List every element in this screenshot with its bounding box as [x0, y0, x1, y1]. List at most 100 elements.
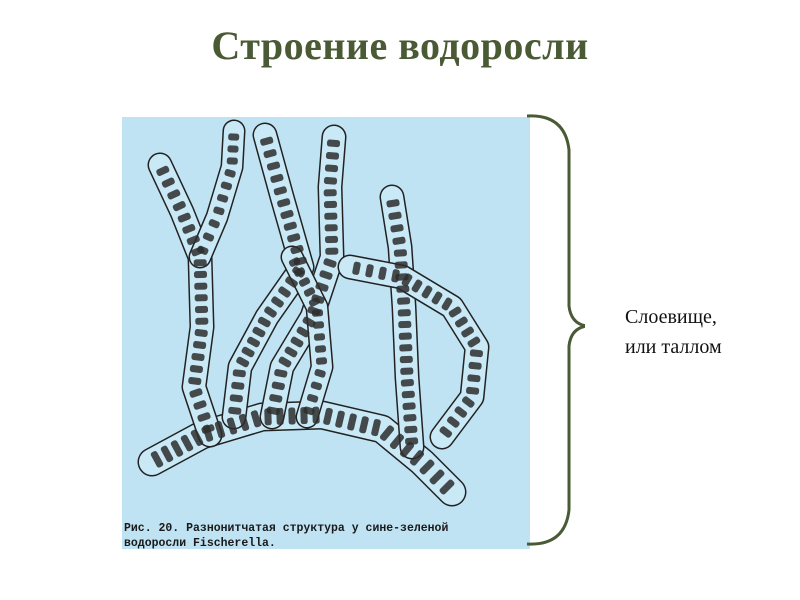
- algae-cell: [285, 276, 298, 288]
- algae-cell: [324, 224, 338, 232]
- algae-cell: [182, 223, 196, 234]
- figure-caption-line-2: водоросли Fischerella.: [124, 537, 276, 549]
- algae-cell: [400, 367, 414, 375]
- algae-cell: [214, 421, 226, 439]
- algae-cell: [271, 381, 285, 391]
- algae-cell: [257, 316, 271, 328]
- thallus-label-line-1: Слоевище,: [625, 306, 717, 328]
- algae-cell: [388, 211, 402, 220]
- algae-cell: [439, 479, 455, 495]
- algae-cell: [226, 157, 238, 165]
- algae-cell: [312, 321, 325, 329]
- algae-cell: [401, 273, 413, 287]
- algae-cell: [461, 326, 475, 338]
- algae-cell: [405, 437, 419, 445]
- algae-cell: [431, 291, 443, 305]
- algae-cell: [287, 233, 301, 243]
- algae-cell: [269, 394, 283, 403]
- algae-cell: [324, 164, 339, 173]
- algae-cell: [401, 390, 415, 399]
- algae-cell: [160, 445, 174, 463]
- algae-cell: [323, 200, 338, 209]
- algae-cell: [419, 459, 435, 475]
- algae-cell: [197, 412, 211, 422]
- algae-cell: [247, 336, 260, 348]
- algae-cell: [180, 434, 194, 452]
- algae-cell: [400, 379, 414, 387]
- algae-cell: [263, 149, 277, 159]
- algae-cell: [170, 440, 184, 457]
- algae-cell: [188, 376, 202, 386]
- algae-cell: [193, 340, 207, 350]
- algae-cell: [290, 244, 304, 255]
- algae-cell: [398, 320, 412, 329]
- algae-cell: [288, 407, 296, 425]
- algae-cell: [396, 285, 410, 293]
- algae-cell: [284, 346, 298, 358]
- thallus-label-line-2: или таллом: [625, 336, 722, 358]
- algae-cell: [273, 186, 287, 196]
- algae-cell: [409, 450, 425, 466]
- algae-cell: [448, 306, 462, 318]
- algae-cell: [150, 451, 164, 468]
- algae-cell: [397, 297, 411, 305]
- algae-cell: [314, 345, 327, 353]
- figure-caption: Рис. 20. Разнонитчатая структура у сине-…: [124, 521, 528, 549]
- figure-caption-line-1: Рис. 20. Разнонитчатая структура у сине-…: [124, 522, 449, 535]
- algae-cell: [399, 344, 413, 352]
- algae-cell: [325, 247, 339, 255]
- algae-cell: [323, 189, 337, 197]
- algae-cell: [208, 219, 220, 229]
- algae-cell: [365, 264, 374, 278]
- algae-cell: [228, 133, 240, 141]
- algae-cell: [447, 416, 460, 428]
- algae-cell: [220, 181, 233, 191]
- algae-cell: [399, 441, 415, 458]
- algae-cell: [201, 424, 215, 434]
- algae-cell: [393, 249, 407, 257]
- algae-cell: [177, 212, 191, 223]
- algae-cell: [172, 200, 186, 212]
- algae-cell: [228, 406, 242, 415]
- algae-cell: [270, 173, 284, 183]
- algae-cell: [352, 261, 361, 275]
- algae-cell: [236, 356, 250, 368]
- algae-cell: [260, 136, 274, 146]
- algae-cell: [190, 429, 204, 446]
- algae-cell: [439, 426, 453, 438]
- algae-cell: [193, 270, 208, 279]
- algae-cell: [161, 177, 175, 188]
- algae-cell: [392, 236, 406, 245]
- algae-cell: [303, 287, 316, 297]
- algae-cell: [397, 309, 411, 317]
- algae-cell: [194, 328, 208, 338]
- algae-cell: [324, 212, 338, 220]
- algae-cell: [280, 209, 294, 220]
- algae-cell: [202, 232, 215, 242]
- algae-cell: [399, 355, 413, 364]
- algae-figure: Рис. 20. Разнонитчатая структура у сине-…: [122, 117, 530, 549]
- algae-cell: [302, 316, 316, 328]
- algae-cell: [325, 151, 340, 160]
- algae-cell: [189, 364, 203, 374]
- algae-cell: [466, 386, 480, 395]
- algae-cell: [232, 369, 246, 378]
- algae-cell: [324, 235, 339, 244]
- algae-cell: [193, 400, 207, 410]
- algae-cell: [213, 206, 225, 216]
- algae-cell: [296, 326, 310, 338]
- algae-cell: [194, 294, 208, 302]
- algae-cell: [194, 305, 209, 314]
- algae-cell: [315, 282, 329, 292]
- algae-cell: [394, 261, 408, 269]
- algae-cell: [390, 224, 404, 233]
- algae-cell: [379, 425, 395, 441]
- algae-cell: [468, 361, 482, 370]
- algae-cell: [197, 245, 209, 255]
- algae-cell: [467, 374, 481, 383]
- algae-cell: [167, 189, 181, 200]
- thallus-label: Слоевище, или таллом: [625, 302, 722, 362]
- algae-cell: [398, 332, 412, 340]
- algae-cell: [264, 306, 277, 318]
- algae-cell: [274, 369, 288, 378]
